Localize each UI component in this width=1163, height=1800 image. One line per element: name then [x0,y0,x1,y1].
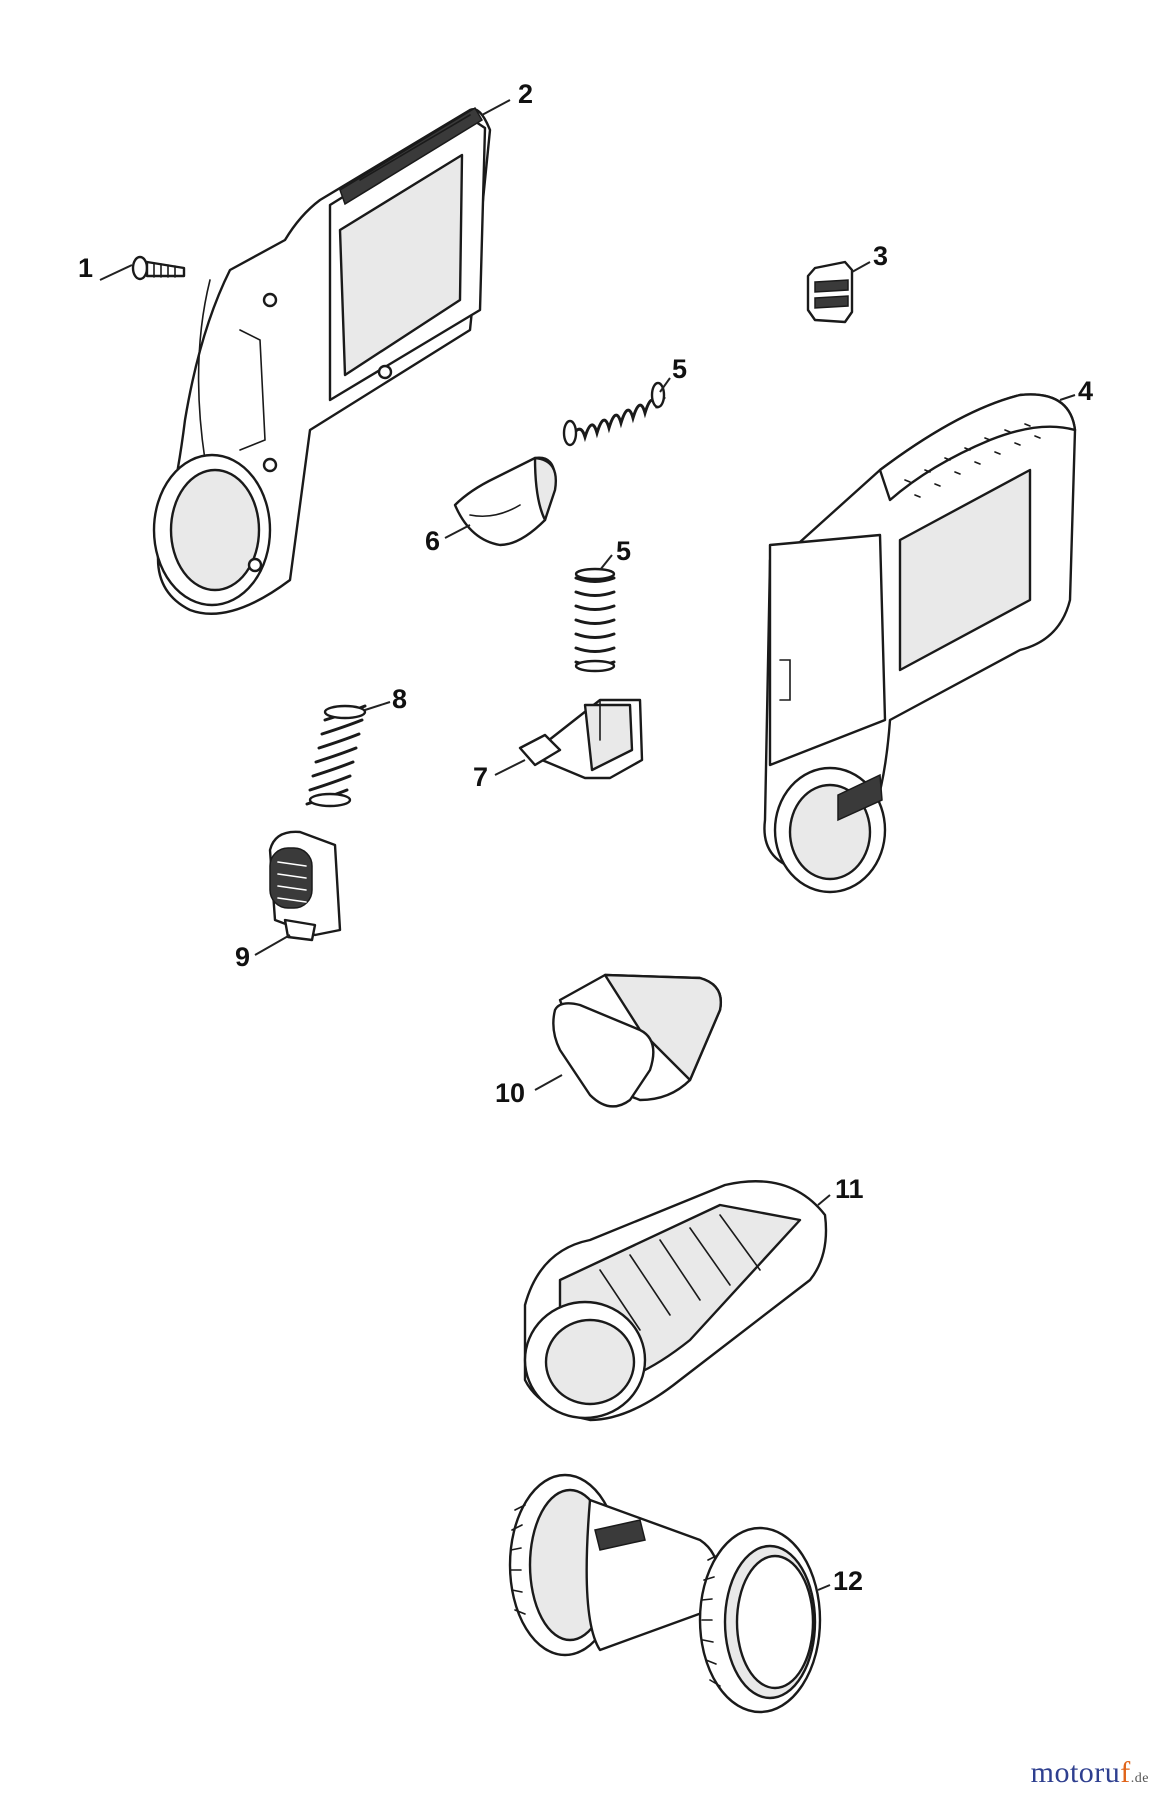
callout-10: 10 [495,1078,525,1108]
callout-1: 1 [78,253,93,283]
watermark-main: motoru [1030,1756,1121,1789]
callout-9: 9 [235,942,250,972]
part-12-wheel-assembly [508,1473,822,1714]
leader-lines [99,99,1076,1591]
callout-7: 7 [473,762,488,792]
part-6-latch-knob [453,456,557,547]
callout-4: 4 [1078,376,1093,406]
part-4-handle-right [763,393,1077,894]
callout-labels: 1 2 3 4 5 5 6 7 8 9 10 11 12 [78,79,1093,1596]
part-7-slider [518,698,644,780]
callout-2: 2 [518,79,533,109]
callout-8: 8 [392,684,407,714]
part-3-clip [806,260,854,324]
part-5-spring-upper [562,381,666,447]
part-11-cover [523,1180,828,1422]
watermark-logo: motoruf.de [1031,1756,1149,1790]
callout-12: 12 [833,1566,863,1596]
part-5-spring-lower [574,567,616,673]
callout-11: 11 [835,1174,864,1204]
callout-6: 6 [425,526,440,556]
part-10-battery [552,973,722,1108]
watermark-tld: .de [1130,1771,1149,1786]
part-1-screw [131,255,186,281]
part-2-housing-left [152,106,492,615]
callout-3: 3 [873,241,888,271]
part-8-spring [305,704,367,808]
callout-5-lower: 5 [616,536,631,566]
watermark-accent: f [1120,1756,1131,1789]
part-9-switch [268,830,342,942]
callout-5-upper: 5 [672,354,687,384]
